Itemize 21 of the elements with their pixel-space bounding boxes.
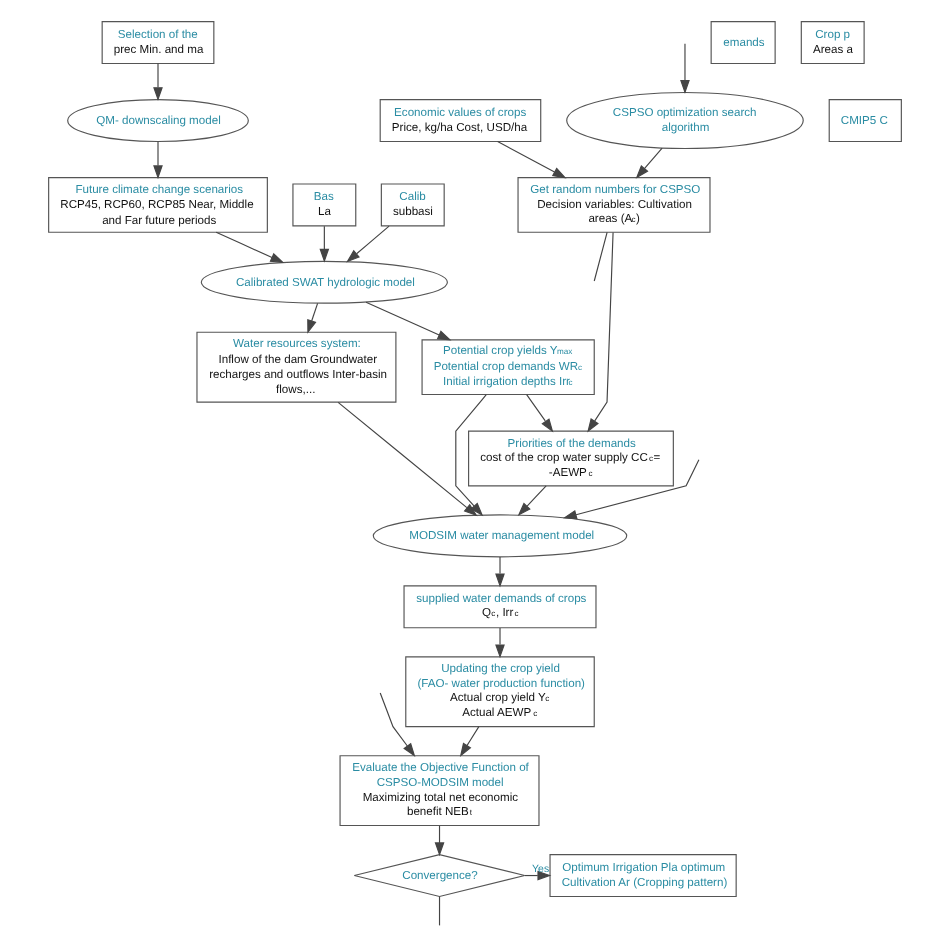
arrow	[586, 231, 613, 433]
arrow	[152, 63, 162, 102]
arrow	[318, 225, 329, 263]
arrow	[454, 394, 486, 517]
arrow	[306, 302, 318, 334]
arrow	[634, 147, 662, 179]
arrow	[679, 43, 689, 95]
arrow	[516, 485, 546, 516]
arrow	[561, 459, 699, 520]
arrow	[152, 140, 162, 180]
arrow	[214, 231, 284, 264]
arrow	[494, 556, 504, 588]
connector	[592, 231, 607, 282]
arrow	[378, 692, 415, 757]
arrow	[525, 394, 553, 433]
arrow	[496, 140, 566, 179]
arrow	[458, 726, 479, 758]
arrow	[345, 225, 389, 263]
connector	[437, 896, 440, 926]
arrow	[494, 627, 504, 659]
arrow	[336, 401, 477, 517]
